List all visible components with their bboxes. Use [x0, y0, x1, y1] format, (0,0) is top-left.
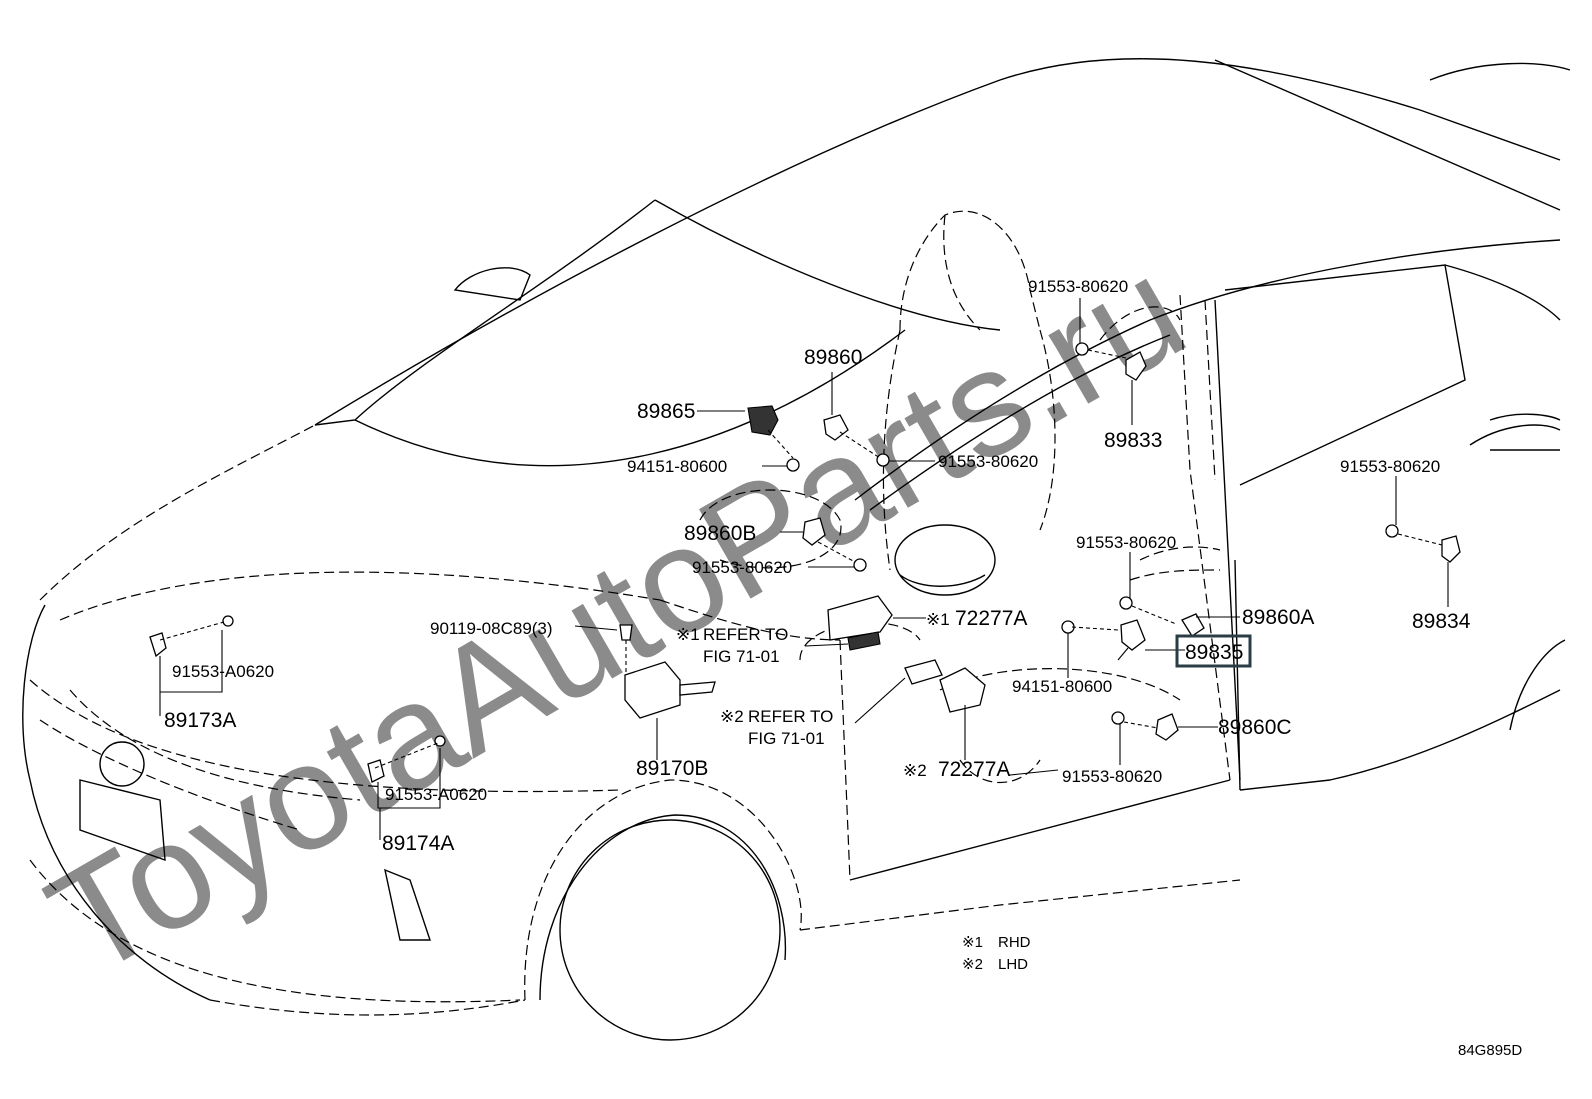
label-91553-80620-door[interactable]: 91553-80620 — [1076, 533, 1176, 552]
label-89170B[interactable]: 89170B — [636, 757, 708, 780]
diagram-code: 84G895D — [1458, 1042, 1522, 1059]
label-94151-80600-left[interactable]: 94151-80600 — [627, 457, 727, 476]
label-91553-80620-top[interactable]: 91553-80620 — [1028, 277, 1128, 296]
legend: ※1 RHD ※2 LHD — [962, 934, 1031, 973]
label-89834[interactable]: 89834 — [1412, 610, 1471, 633]
part-89834-icon — [1441, 535, 1461, 563]
part-89833-icon — [1125, 351, 1147, 381]
label-91553-A0620-lower[interactable]: 91553-A0620 — [385, 785, 487, 804]
bolt-91553-A0620-left-icon — [222, 615, 234, 627]
label-91553-80620-center[interactable]: 91553-80620 — [692, 558, 792, 577]
part-89860A-icon — [1181, 613, 1205, 637]
label-89833[interactable]: 89833 — [1104, 429, 1162, 452]
connector-refer2-icon — [904, 659, 943, 685]
label-89860C[interactable]: 89860C — [1218, 716, 1292, 739]
legend-mark-1: ※1 — [962, 934, 983, 951]
bolt-91553-bottom-icon — [1111, 711, 1125, 725]
bolt-91553-center-icon — [853, 558, 867, 572]
legend-text-1: RHD — [998, 934, 1031, 951]
front-tire — [559, 819, 781, 1041]
part-89174A-icon — [367, 759, 385, 783]
legend-text-2: LHD — [998, 956, 1028, 973]
car-outline — [22, 58, 1571, 1041]
label-89865[interactable]: 89865 — [637, 400, 695, 423]
watermark: ToyotaAutoParts.ru — [22, 224, 1211, 1007]
label-91553-80620-bottom[interactable]: 91553-80620 — [1062, 767, 1162, 786]
part-72277A-2-icon — [939, 667, 986, 713]
label-91553-80620-right[interactable]: 91553-80620 — [1340, 457, 1440, 476]
mark-72277A-1: ※1 — [926, 610, 950, 629]
part-89170B-icon — [624, 661, 681, 719]
leader-lines — [159, 298, 1449, 840]
label-89174A[interactable]: 89174A — [382, 832, 454, 855]
refer1-line1[interactable]: REFER TO — [703, 625, 788, 644]
bolt-91553-mid-icon — [876, 453, 890, 467]
label-89860B[interactable]: 89860B — [684, 522, 756, 545]
bolt-91553-door-icon — [1119, 596, 1133, 610]
refer1-mark: ※1 — [676, 625, 700, 644]
label-94151-80600-door[interactable]: 94151-80600 — [1012, 677, 1112, 696]
label-90119-08C89[interactable]: 90119-08C89(3) — [430, 619, 553, 638]
nut-94151-left-icon — [786, 458, 800, 472]
part-72277A-1-icon — [827, 595, 893, 641]
label-89860[interactable]: 89860 — [804, 346, 862, 369]
label-89835[interactable]: 89835 — [1185, 641, 1243, 664]
bolt-90119-icon — [619, 624, 633, 641]
mark-72277A-2: ※2 — [903, 761, 927, 780]
part-89835-icon — [1120, 619, 1146, 651]
label-89860A[interactable]: 89860A — [1242, 606, 1314, 629]
part-89860C-icon — [1155, 713, 1179, 741]
label-91553-80620-mid[interactable]: 91553-80620 — [938, 452, 1038, 471]
label-72277A-2[interactable]: 72277A — [938, 758, 1010, 781]
part-icons — [149, 342, 1461, 783]
part-89865-icon — [747, 405, 779, 436]
refer1-line2[interactable]: FIG 71-01 — [703, 647, 780, 666]
refer2-line2[interactable]: FIG 71-01 — [748, 729, 825, 748]
refer2-line1[interactable]: REFER TO — [748, 707, 833, 726]
bolt-91553-top-icon — [1075, 342, 1089, 356]
label-72277A-1[interactable]: 72277A — [955, 607, 1027, 630]
bolt-91553-right-icon — [1385, 524, 1399, 538]
bolt-91553-A0620-lower-icon — [434, 735, 446, 747]
refer2-mark: ※2 — [720, 707, 744, 726]
label-91553-A0620-left[interactable]: 91553-A0620 — [172, 662, 274, 681]
part-89860B-icon — [802, 517, 826, 546]
label-89173A[interactable]: 89173A — [164, 709, 236, 732]
headlight-fog — [99, 741, 145, 787]
part-89173A-icon — [149, 632, 167, 658]
legend-mark-2: ※2 — [962, 956, 983, 973]
highlight-box-89835 — [1175, 634, 1252, 668]
part-labels: 91553-80620 89860 89865 89833 94151-8060… — [164, 277, 1471, 855]
